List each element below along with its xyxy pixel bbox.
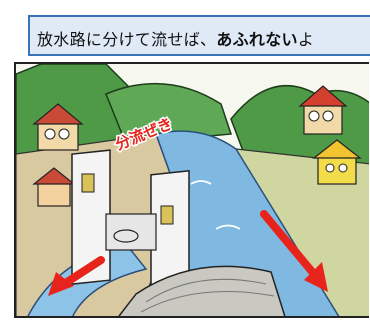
caption-text: 放水路に分けて流せば、あふれないよ (37, 26, 314, 50)
mountain-center (105, 82, 233, 145)
river-scene: 分流ぜき (16, 64, 369, 316)
caption-bold: あふれない (216, 30, 298, 49)
caption-box: 放水路に分けて流せば、あふれないよ (28, 15, 370, 56)
front-wall-stripes (140, 278, 275, 313)
river-ripple-1 (190, 180, 277, 300)
river-illustration: 分流ぜき (14, 62, 369, 318)
weir-structure (71, 149, 190, 294)
front-wall (118, 265, 286, 316)
caption-part1: 放水路に分けて流せば、 (37, 30, 217, 49)
arrow-diversion (48, 256, 105, 296)
house-right-top (298, 85, 348, 135)
house-left-bottom (32, 167, 76, 207)
house-left-top (32, 103, 84, 151)
house-right-bottom (312, 139, 362, 185)
caption-part2: よ (297, 30, 315, 49)
arrow-main-river (260, 210, 328, 292)
